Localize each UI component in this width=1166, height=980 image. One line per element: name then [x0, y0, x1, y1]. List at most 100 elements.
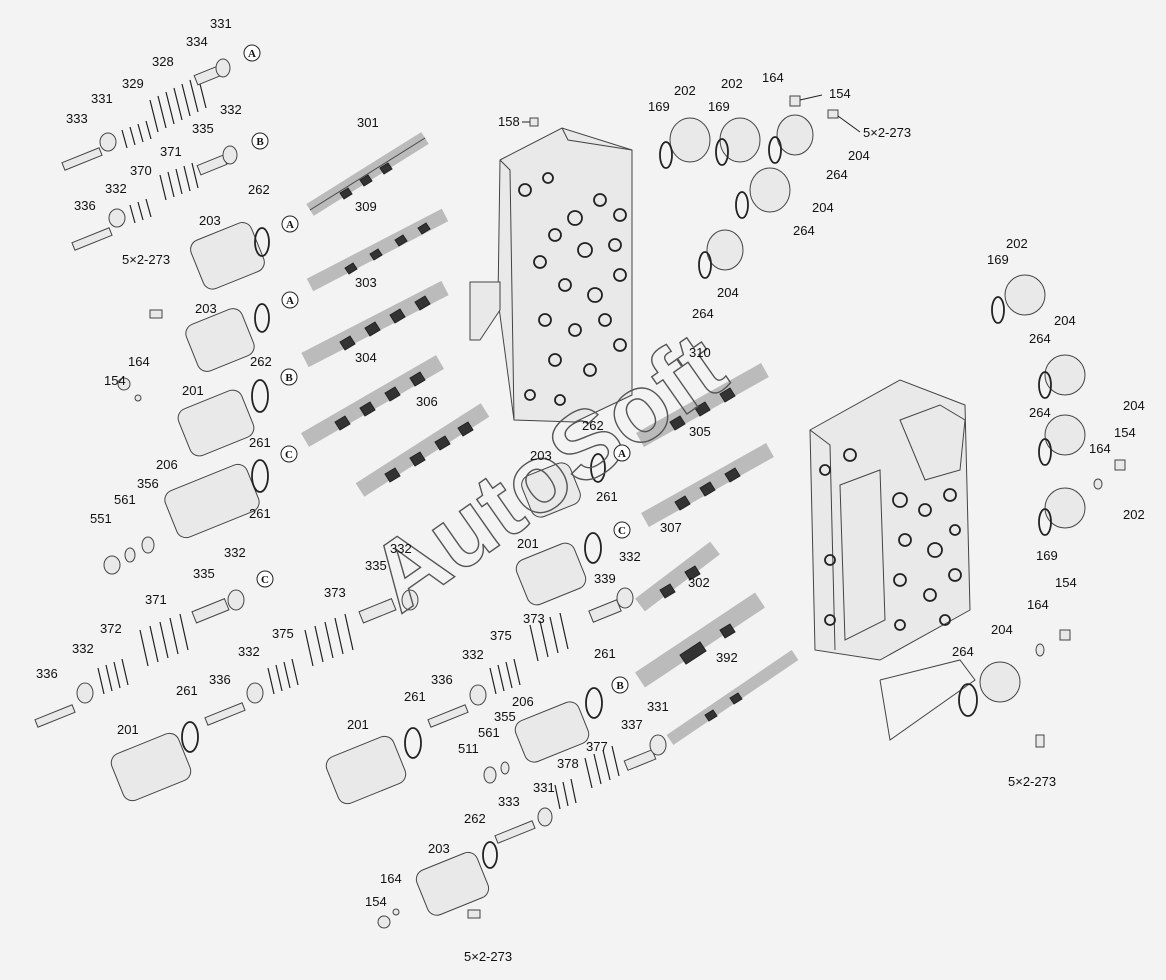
leader-line	[799, 94, 823, 101]
cap-201-c	[325, 727, 422, 805]
callout-label: 373	[324, 585, 346, 600]
spool-302	[635, 592, 765, 688]
callout-label: 206	[156, 457, 178, 472]
callout-label: 378	[557, 756, 579, 771]
marker: C	[256, 570, 274, 588]
callout-label: 331	[91, 91, 113, 106]
spool-301	[306, 132, 429, 216]
spool-305	[641, 443, 774, 527]
cap-206-b	[514, 687, 603, 763]
callout-label: 5×2-273	[122, 252, 170, 267]
callout-label: 332	[105, 181, 127, 196]
callout-label: 328	[152, 54, 174, 69]
callout-label: 332	[220, 102, 242, 117]
spool-307	[635, 541, 720, 612]
callout-label: 336	[431, 672, 453, 687]
callout-label: 301	[357, 115, 379, 130]
callout-label: 164	[1089, 441, 1111, 456]
callout-label: 264	[793, 223, 815, 238]
callout-label: 5×2-273	[464, 949, 512, 964]
callout-label: 310	[689, 345, 711, 360]
callout-label: 332	[462, 647, 484, 662]
callout-label: 335	[192, 121, 214, 136]
callout-label: 331	[647, 699, 669, 714]
marker: B	[280, 368, 298, 386]
callout-label: 264	[826, 167, 848, 182]
callout-label: 551	[90, 511, 112, 526]
cap-203-bottom	[415, 841, 498, 916]
callout-label: 203	[199, 213, 221, 228]
callout-label: 333	[66, 111, 88, 126]
callout-label: 334	[186, 34, 208, 49]
cap-203-upper	[190, 222, 270, 290]
callout-label: 337	[621, 717, 643, 732]
callout-label: 204	[848, 148, 870, 163]
callout-label: 561	[114, 492, 136, 507]
callout-label: 154	[104, 373, 126, 388]
callout-label: 264	[1029, 405, 1051, 420]
callout-label: 158	[498, 114, 520, 129]
callout-label: 375	[272, 626, 294, 641]
callout-label: 203	[195, 301, 217, 316]
callout-label: 329	[122, 76, 144, 91]
callout-label: 202	[674, 83, 696, 98]
callout-label: 154	[1114, 425, 1136, 440]
svg-text:B: B	[616, 680, 624, 692]
callout-label: 262	[248, 182, 270, 197]
svg-text:A: A	[286, 219, 294, 231]
callout-label: 261	[596, 489, 618, 504]
svg-text:B: B	[285, 372, 293, 384]
callout-label: 169	[648, 99, 670, 114]
callout-label: 204	[1123, 398, 1145, 413]
spool-309	[306, 208, 449, 292]
callout-label: 201	[182, 383, 204, 398]
springs	[97, 75, 620, 810]
callout-label: 264	[952, 644, 974, 659]
callout-label: 335	[365, 558, 387, 573]
callout-label: 169	[987, 252, 1009, 267]
callout-label: 355	[494, 709, 516, 724]
callout-label: 169	[1036, 548, 1058, 563]
callout-label: 206	[512, 694, 534, 709]
callout-label: 375	[490, 628, 512, 643]
callout-label: 332	[72, 641, 94, 656]
callout-label: 201	[117, 722, 139, 737]
callout-label: 305	[689, 424, 711, 439]
callout-label: 373	[523, 611, 545, 626]
callout-label: 5×2-273	[863, 125, 911, 140]
callout-label: 392	[716, 650, 738, 665]
callout-label: 332	[390, 541, 412, 556]
svg-text:A: A	[286, 295, 294, 307]
svg-text:A: A	[248, 48, 256, 60]
cap-203-mid	[185, 303, 270, 372]
callout-label: 304	[355, 350, 377, 365]
callout-label: 261	[249, 506, 271, 521]
callout-label: 511	[458, 741, 479, 756]
valve-body-upper	[469, 127, 633, 423]
callout-label: 307	[660, 520, 682, 535]
cap-201-a	[177, 379, 269, 457]
callout-label: 262	[464, 811, 486, 826]
marker: C	[613, 521, 631, 539]
marker: B	[251, 132, 269, 150]
callout-label: 204	[812, 200, 834, 215]
callout-label: 154	[1055, 575, 1077, 590]
callout-label: 335	[193, 566, 215, 581]
small-parts	[34, 58, 1103, 929]
reference-markers: A B A A B C C A C B	[243, 44, 631, 694]
spool-304	[300, 355, 445, 447]
cap-203-center	[521, 453, 606, 518]
callout-label: 261	[404, 689, 426, 704]
svg-text:A: A	[618, 448, 626, 460]
callout-label: 309	[355, 199, 377, 214]
marker: C	[280, 445, 298, 463]
leader-line	[837, 115, 861, 133]
callout-label: 331	[533, 780, 555, 795]
spool-306	[355, 403, 490, 497]
callout-label: 202	[1006, 236, 1028, 251]
marker: A	[613, 444, 631, 462]
callout-label: 264	[692, 306, 714, 321]
marker: A	[243, 44, 261, 62]
callout-label: 371	[145, 592, 167, 607]
callout-label: 561	[478, 725, 500, 740]
